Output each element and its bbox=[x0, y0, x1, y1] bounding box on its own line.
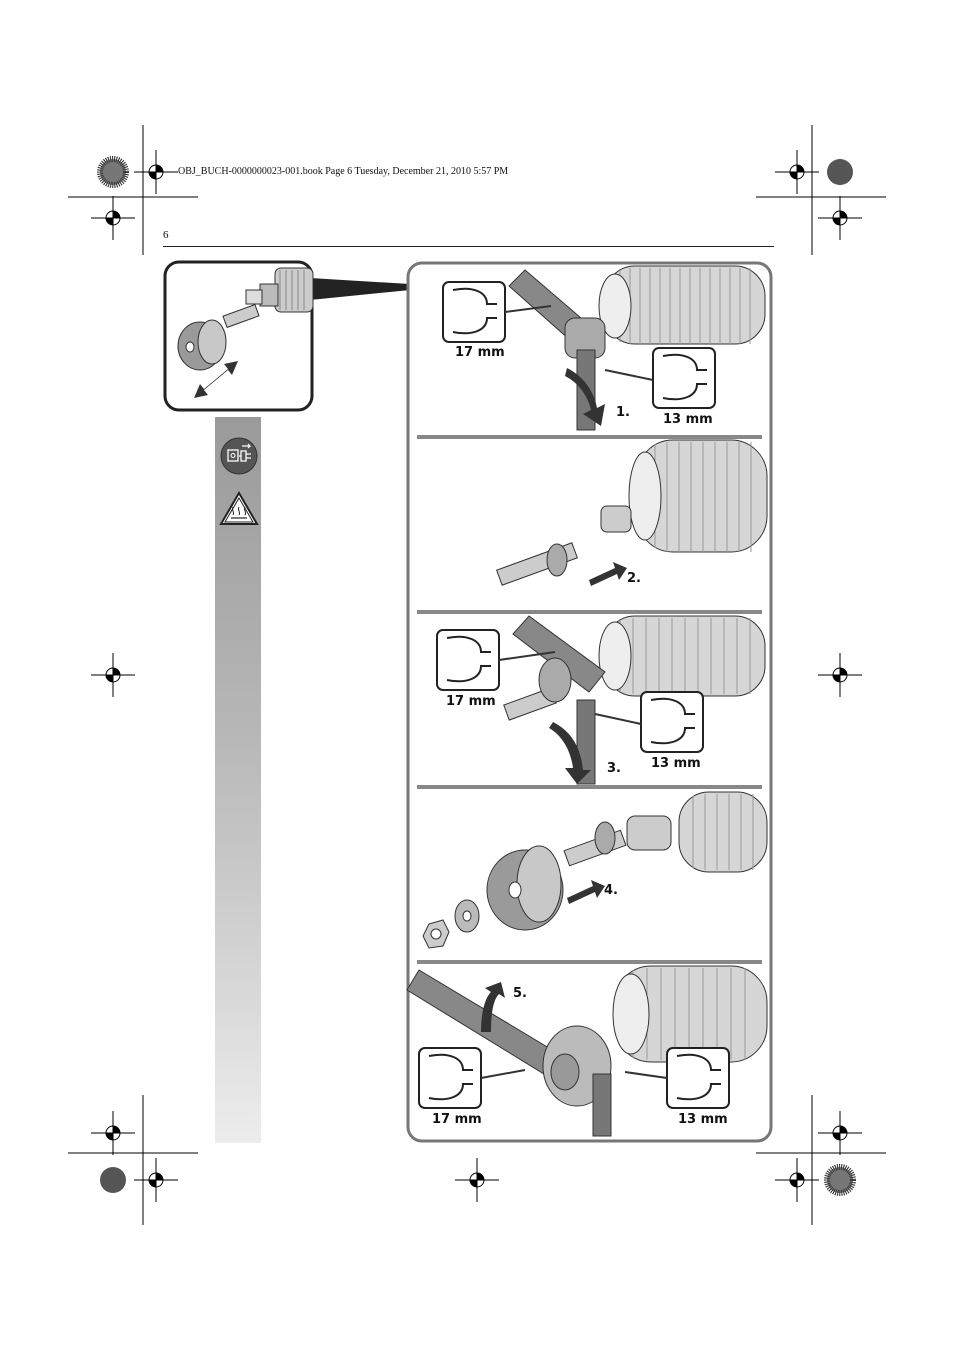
step-1-wrench-17mm-label: 17 mm bbox=[455, 345, 505, 360]
step-1-wrench-13mm-label: 13 mm bbox=[663, 412, 713, 427]
step-2-number: 2. bbox=[627, 571, 641, 586]
overview-detail-image bbox=[163, 260, 410, 412]
hot-surface-warning-icon bbox=[219, 491, 259, 525]
step-3-number: 3. bbox=[607, 761, 621, 776]
safety-sidebar bbox=[215, 417, 261, 1143]
step-3-wrench-17mm-label: 17 mm bbox=[446, 694, 496, 709]
page-number: 6 bbox=[163, 229, 169, 241]
step-2-illustration bbox=[496, 439, 768, 586]
step-5-wrench-13mm-label: 13 mm bbox=[678, 1112, 728, 1127]
step-4-number: 4. bbox=[604, 883, 618, 898]
unplug-icon bbox=[220, 437, 258, 475]
step-5-illustration bbox=[406, 965, 768, 1137]
header-rule bbox=[163, 246, 774, 247]
step-5-number: 5. bbox=[513, 986, 527, 1001]
step-3-wrench-13mm-label: 13 mm bbox=[651, 756, 701, 771]
instruction-panel bbox=[406, 261, 773, 1143]
step-1-number: 1. bbox=[616, 405, 630, 420]
print-file-info: OBJ_BUCH-0000000023-001.book Page 6 Tues… bbox=[178, 166, 509, 177]
step-3-illustration bbox=[436, 615, 766, 785]
step-5-wrench-17mm-label: 17 mm bbox=[432, 1112, 482, 1127]
step-4-illustration bbox=[422, 791, 768, 949]
step-1-illustration bbox=[442, 265, 766, 431]
